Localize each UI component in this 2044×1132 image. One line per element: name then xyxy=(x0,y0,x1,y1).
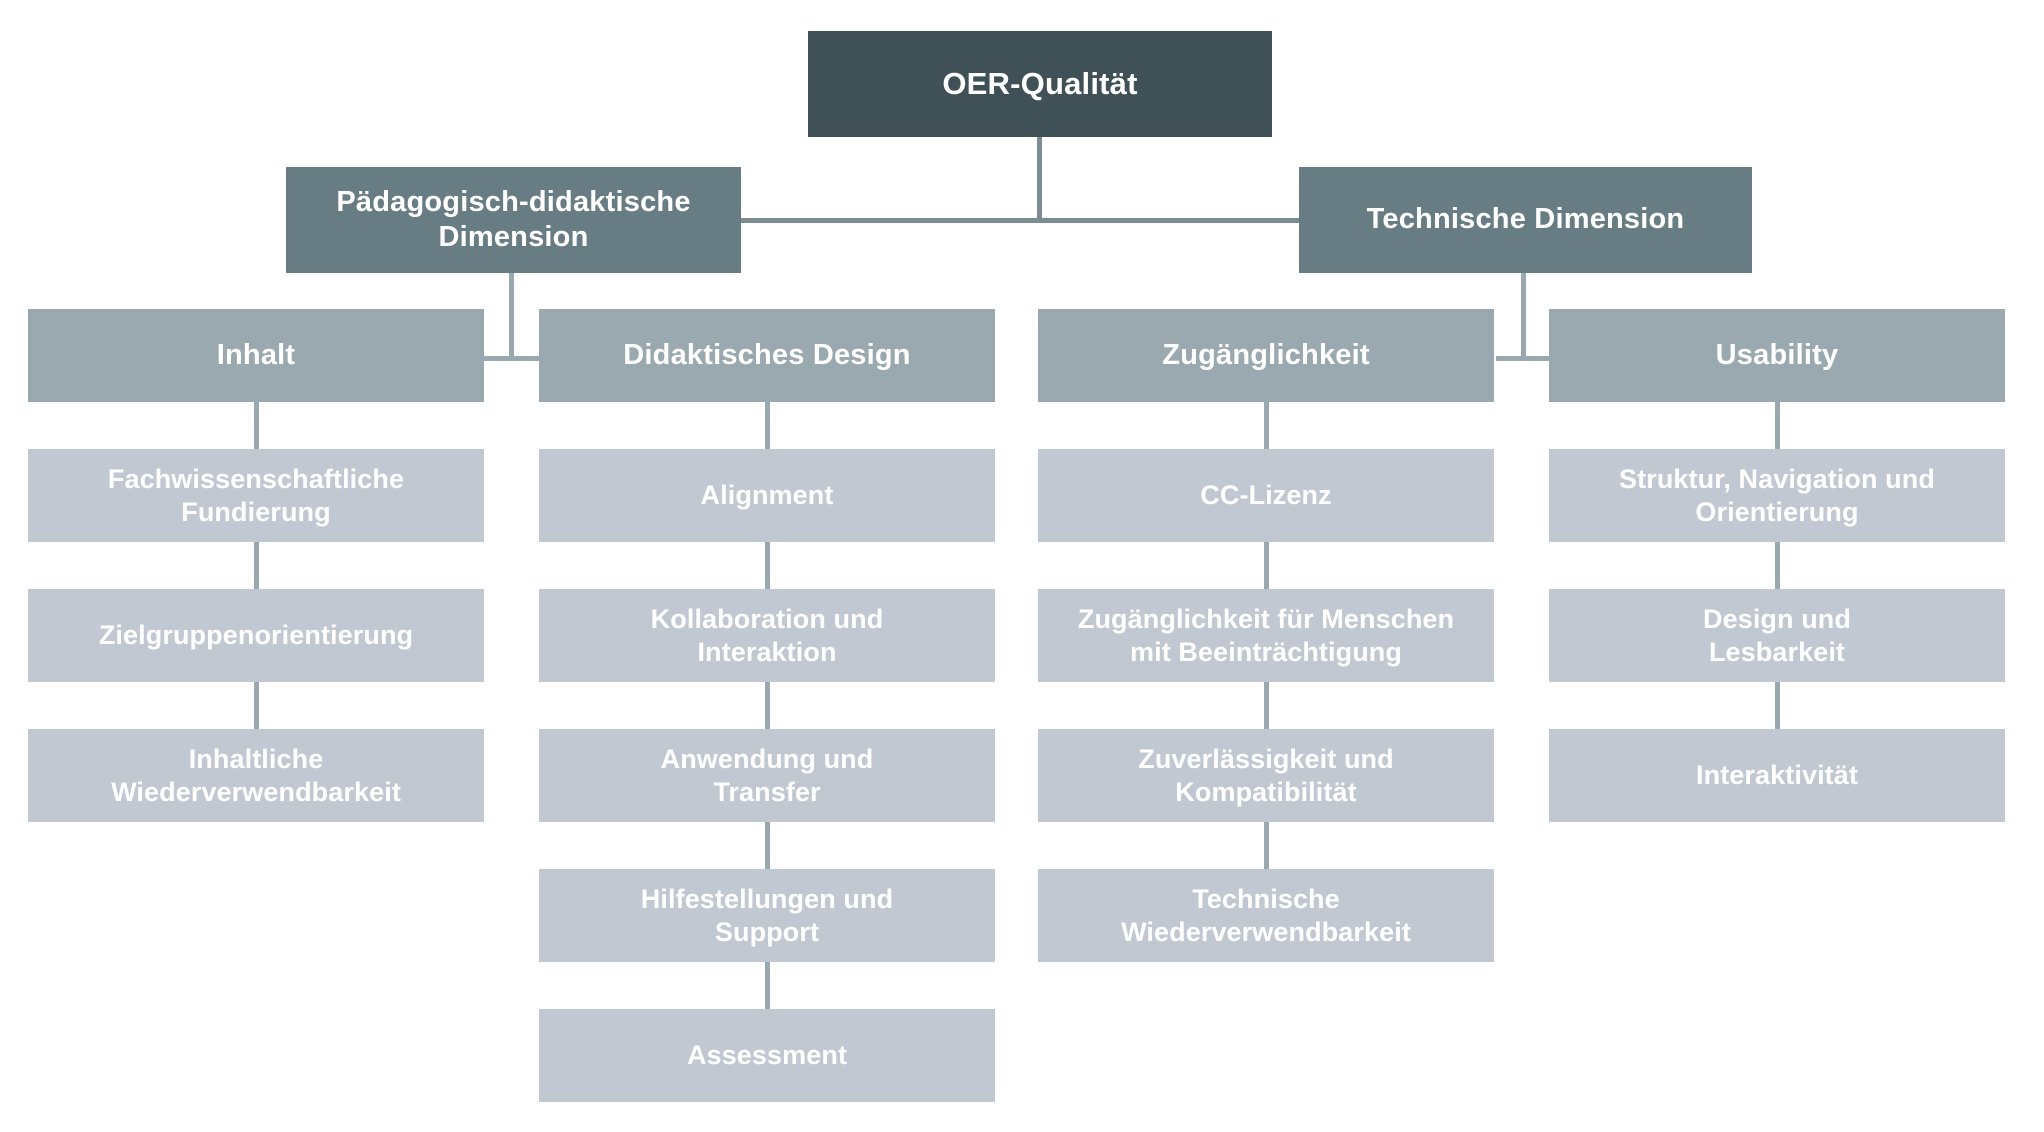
connector-paedagogisch-bus xyxy=(484,356,542,361)
node-criterion-design-und-lesbarkeit[interactable]: Design und Lesbarkeit xyxy=(1549,589,2005,682)
node-category-inhalt[interactable]: Inhalt xyxy=(28,309,484,402)
node-criterion-kollaboration-und-interaktion[interactable]: Kollaboration und Interaktion xyxy=(539,589,995,682)
node-criterion-interaktivitaet[interactable]: Interaktivität xyxy=(1549,729,2005,822)
node-criterion-struktur-navigation-und-orientierung[interactable]: Struktur, Navigation und Orientierung xyxy=(1549,449,2005,542)
connector-technisch-stem xyxy=(1521,273,1526,360)
node-criterion-fachwissenschaftliche-fundierung[interactable]: Fachwissenschaftliche Fundierung xyxy=(28,449,484,542)
node-dimension-paedagogisch-didaktische[interactable]: Pädagogisch-didaktische Dimension xyxy=(286,167,741,273)
node-criterion-anwendung-und-transfer[interactable]: Anwendung und Transfer xyxy=(539,729,995,822)
node-root-oer-qualitaet[interactable]: OER-Qualität xyxy=(808,31,1272,137)
connector-paedagogisch-stem xyxy=(509,273,514,360)
node-criterion-technische-wiederverwendbarkeit[interactable]: Technische Wiederverwendbarkeit xyxy=(1038,869,1494,962)
node-category-zugaenglichkeit[interactable]: Zugänglichkeit xyxy=(1038,309,1494,402)
node-criterion-cc-lizenz[interactable]: CC-Lizenz xyxy=(1038,449,1494,542)
node-criterion-zuverlaessigkeit-und-kompatibilitaet[interactable]: Zuverlässigkeit und Kompatibilität xyxy=(1038,729,1494,822)
node-criterion-alignment[interactable]: Alignment xyxy=(539,449,995,542)
connector-root-bus xyxy=(740,218,1300,223)
node-criterion-inhaltliche-wiederverwendbarkeit[interactable]: Inhaltliche Wiederverwendbarkeit xyxy=(28,729,484,822)
connector-root-stem xyxy=(1037,137,1042,222)
node-category-usability[interactable]: Usability xyxy=(1549,309,2005,402)
node-dimension-technische[interactable]: Technische Dimension xyxy=(1299,167,1752,273)
node-criterion-zielgruppenorientierung[interactable]: Zielgruppenorientierung xyxy=(28,589,484,682)
connector-technisch-bus xyxy=(1496,356,1554,361)
node-criterion-hilfestellungen-und-support[interactable]: Hilfestellungen und Support xyxy=(539,869,995,962)
node-criterion-assessment[interactable]: Assessment xyxy=(539,1009,995,1102)
node-category-didaktisches-design[interactable]: Didaktisches Design xyxy=(539,309,995,402)
node-criterion-zugaenglichkeit-fuer-menschen-mit-beeintraechtigung[interactable]: Zugänglichkeit für Menschen mit Beeinträ… xyxy=(1038,589,1494,682)
